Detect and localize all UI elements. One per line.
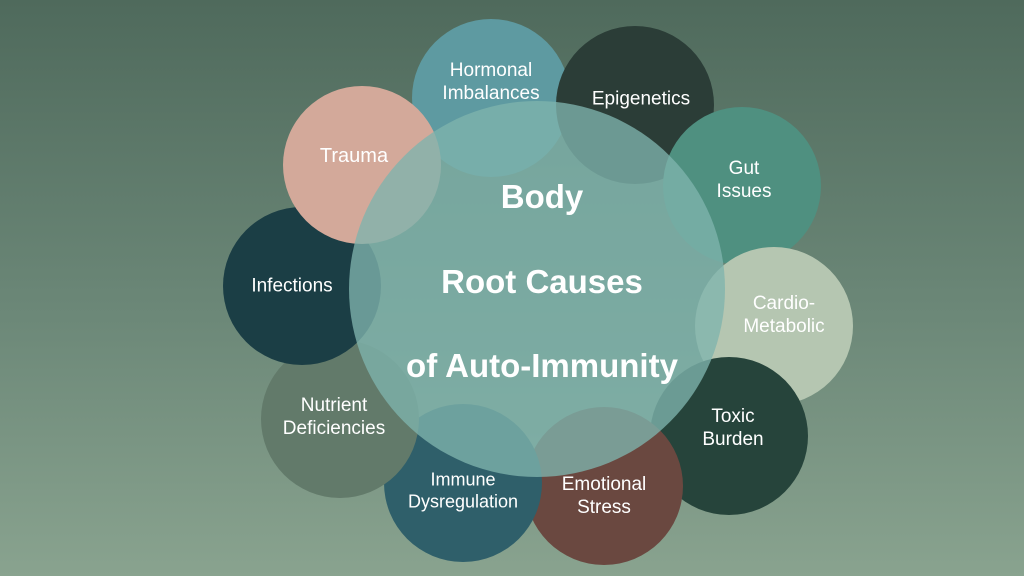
node-label-toxic-burden: Toxic Burden <box>702 406 764 450</box>
node-label-cardio-metabolic: Cardio- Metabolic <box>743 293 825 337</box>
node-label-hormonal-imbalances: Hormonal Imbalances <box>442 60 540 104</box>
node-label-gut-issues: Gut Issues <box>716 158 772 202</box>
center-title-line-3: of Auto-Immunity <box>406 347 678 385</box>
center-circle <box>349 101 725 477</box>
center-title-line-2: Root Causes <box>441 262 643 300</box>
node-circle-infections <box>223 207 381 365</box>
center-title-line-1: Body <box>500 178 584 216</box>
node-label-emotional-stress: Emotional Stress <box>561 474 647 518</box>
node-label-nutrient-deficiencies: Nutrient Deficiencies <box>282 395 386 439</box>
center-title: Body Root Causes of Auto-Immunity <box>406 134 678 430</box>
node-label-immune-dysregulation: Immune Dysregulation <box>407 469 519 511</box>
node-label-epigenetics: Epigenetics <box>591 88 691 110</box>
node-label-infections: Infections <box>251 275 333 297</box>
node-label-trauma: Trauma <box>319 145 389 167</box>
